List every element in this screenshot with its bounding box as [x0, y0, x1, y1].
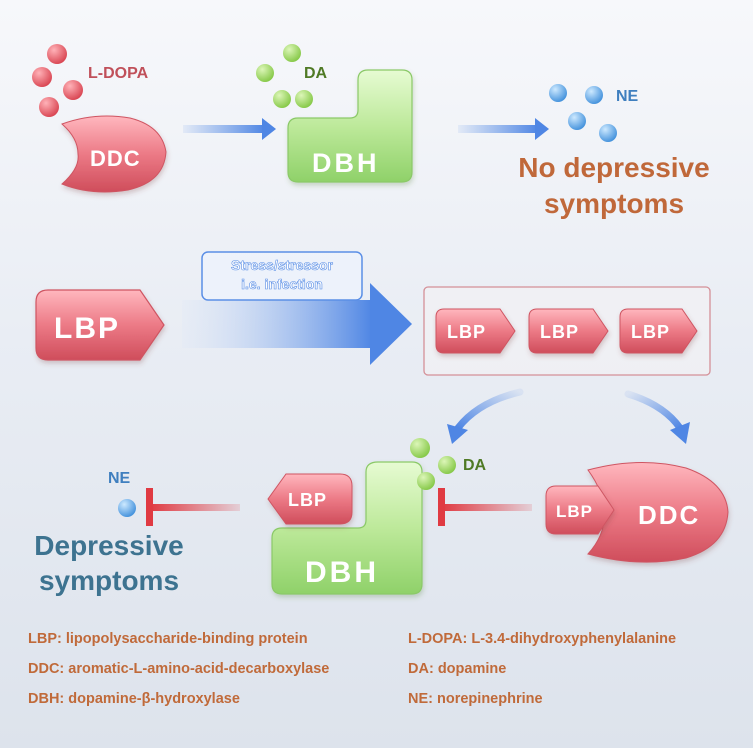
lbp-protein-small — [435, 308, 516, 354]
ne-dot — [118, 499, 136, 517]
stress-arrow — [182, 283, 412, 365]
da-dot — [273, 90, 291, 108]
da-dot — [438, 456, 456, 474]
arrow-dbh-to-ne — [458, 118, 549, 140]
ldopa-label: L-DOPA — [88, 65, 149, 82]
dbh-label: DBH — [312, 148, 380, 178]
ne-dot — [599, 124, 617, 142]
dbh-label-row3: DBH — [305, 556, 379, 589]
da-dot — [256, 64, 274, 82]
ne-molecules — [549, 84, 617, 142]
lbp-large-label: LBP — [54, 312, 120, 345]
no-depressive-outcome-line2: symptoms — [544, 188, 684, 219]
lbp-bound-to-ddc — [545, 485, 615, 535]
da-dot — [295, 90, 313, 108]
lbp-protein-small — [619, 308, 698, 354]
ne-dot — [549, 84, 567, 102]
lbp-protein-large — [35, 289, 165, 361]
lbp-bound-to-dbh — [267, 473, 353, 525]
dbh-enzyme-inhibited — [271, 461, 423, 595]
lbp-group-label: LBP — [540, 322, 579, 342]
legend-entry-da: DA: dopamine — [408, 661, 507, 677]
da-molecules-row3 — [410, 438, 456, 490]
ddc-enzyme — [61, 115, 167, 193]
ne-dot — [568, 112, 586, 130]
da-dot — [283, 44, 301, 62]
lbp-on-dbh-label: LBP — [288, 490, 327, 510]
depressive-outcome-line1: Depressive — [34, 530, 183, 561]
ldopa-dot — [63, 80, 83, 100]
ldopa-dot — [32, 67, 52, 87]
legend-entry-ne: NE: norepinephrine — [408, 691, 543, 707]
ldopa-molecules — [32, 44, 83, 117]
da-label: DA — [304, 65, 328, 82]
stress-label-line2: i.e. infection — [241, 276, 323, 292]
legend-entry-ldopa: L-DOPA: L-3.4-dihydroxyphenylalanine — [408, 631, 677, 647]
ldopa-dot — [47, 44, 67, 64]
dbh-enzyme — [287, 69, 413, 183]
ne-label: NE — [616, 88, 639, 105]
inhibition-arrow-ddc — [438, 488, 532, 526]
legend-entry-lbp: LBP: lipopolysaccharide-binding protein — [28, 631, 308, 647]
stress-label-box: Stress/stressor i.e. infection — [201, 251, 363, 301]
da-dot — [410, 438, 430, 458]
lbp-group-label: LBP — [447, 322, 486, 342]
ne-label-row3: NE — [108, 470, 131, 487]
da-label-row3: DA — [463, 457, 487, 474]
ldopa-dot — [39, 97, 59, 117]
depressive-outcome-line2: symptoms — [39, 565, 179, 596]
arrow-ddc-to-dbh — [183, 118, 276, 140]
ddc-label-row3: DDC — [638, 500, 700, 530]
da-dot — [417, 472, 435, 490]
ne-dot — [585, 86, 603, 104]
legend-entry-dbh: DBH: dopamine-β-hydroxylase — [28, 691, 240, 707]
inhibition-arrow-dbh — [146, 488, 240, 526]
curved-arrow-to-ddc — [624, 390, 690, 444]
lbp-protein-small — [528, 308, 609, 354]
lbp-group-label: LBP — [631, 322, 670, 342]
no-depressive-outcome-line1: No depressive — [518, 152, 709, 183]
curved-arrow-to-dbh — [447, 388, 524, 444]
legend-entry-ddc: DDC: aromatic-L-amino-acid-decarboxylase — [28, 661, 330, 677]
ddc-label: DDC — [90, 146, 141, 171]
lbp-on-ddc-label: LBP — [556, 502, 593, 521]
da-molecules — [256, 44, 313, 108]
stress-label-line1: Stress/stressor — [231, 257, 334, 273]
